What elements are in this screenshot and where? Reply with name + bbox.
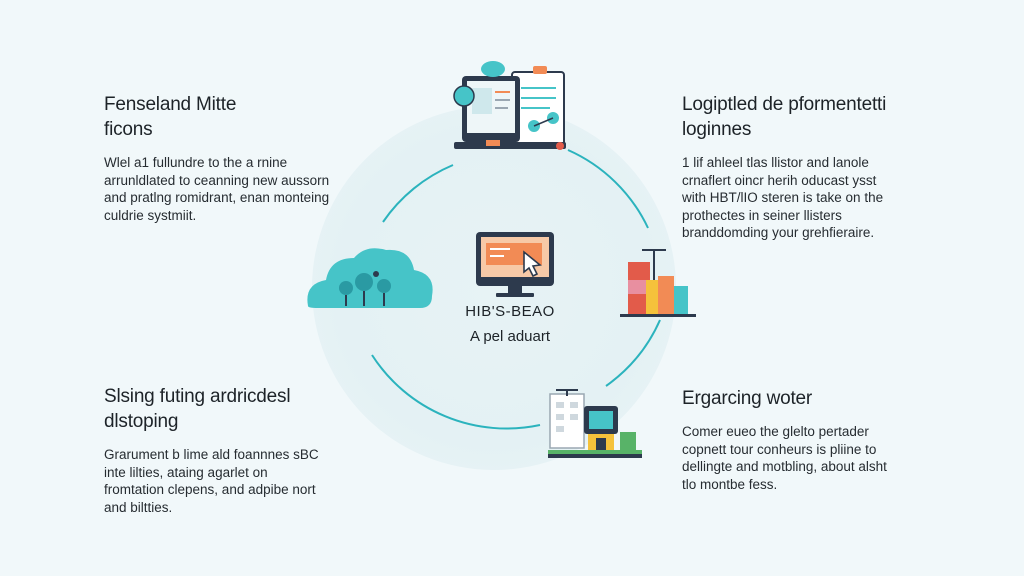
building-icon xyxy=(548,389,642,458)
title-line: Fenseland Mitte xyxy=(104,94,237,115)
section-top-left-body: Wlel a1 fullundre to the a rnine arrunld… xyxy=(104,154,354,224)
section-top-left: Fenseland Mitte ficons Wlel a1 fullundre… xyxy=(104,92,354,224)
section-bottom-right-title: Ergarcing woter xyxy=(682,386,932,411)
body-line: arrunldlated to ceanning new aussorn xyxy=(104,172,330,188)
section-top-right: Logiptled de pformentetti loginnes 1 lif… xyxy=(682,92,942,242)
body-line: with HBT/lIO steren is take on the xyxy=(682,190,884,205)
body-line: and biltties. xyxy=(104,499,173,515)
cloud-icon xyxy=(307,248,433,308)
body-line: branddomding your grehfieraire. xyxy=(682,225,875,240)
body-line: copnett tour conheurs is pliine to xyxy=(682,441,877,457)
body-line: Wlel a1 fullundre to the a rnine xyxy=(104,155,288,170)
title-line: Logiptled de pformentetti xyxy=(682,94,887,115)
body-line: Grarument b lime ald foannnes sBC xyxy=(104,447,319,462)
title-line: dlstoping xyxy=(104,411,179,432)
body-line: fromtation clepens, and adpibe nort xyxy=(104,482,316,497)
section-bottom-left: Slsing futing ardricdesl dlstoping Graru… xyxy=(104,384,354,516)
section-top-right-body: 1 lif ahleel tlas llistor and lanole crn… xyxy=(682,154,942,242)
body-line: culdrie systmiit. xyxy=(104,207,197,223)
center-label: HIB'S-BEAO A pel aduart xyxy=(440,302,580,348)
section-bottom-right-body: Comer eueo the glelto pertader copnett t… xyxy=(682,423,932,493)
ring-arc-right xyxy=(605,319,661,387)
section-bottom-left-title: Slsing futing ardricdesl dlstoping xyxy=(104,384,354,434)
ring-arc-bottom xyxy=(371,354,541,430)
title-line: Slsing futing ardricdesl xyxy=(104,386,291,407)
body-line: crnaflert oincr herih oducast ysst xyxy=(682,172,877,188)
body-line: inte lilties, ataing agarlet on xyxy=(104,464,268,480)
title-line: Ergarcing woter xyxy=(682,388,813,409)
monitor-cursor-icon xyxy=(476,232,554,297)
body-line: 1 lif ahleel tlas llistor and lanole xyxy=(682,155,869,170)
body-line: and pratlng romidrant, enan monteing xyxy=(104,190,330,205)
section-bottom-right: Ergarcing woter Comer eueo the glelto pe… xyxy=(682,386,932,493)
storage-stack-icon xyxy=(620,249,696,317)
title-line: ficons xyxy=(104,119,153,140)
body-line: Comer eueo the glelto pertader xyxy=(682,424,869,439)
body-line: dellingte and motbling, about alsht xyxy=(682,459,887,474)
center-subtitle: A pel aduart xyxy=(469,328,551,345)
body-line: prothectes in seiner llisters xyxy=(682,207,842,223)
section-top-right-title: Logiptled de pformentetti loginnes xyxy=(682,92,942,142)
center-title: HIB'S-BEAO xyxy=(465,303,555,320)
body-line: tlo montbe fess. xyxy=(682,476,778,492)
section-top-left-title: Fenseland Mitte ficons xyxy=(104,92,354,142)
ring-arc-top-right xyxy=(567,149,649,229)
ring-arc-top-left xyxy=(382,164,454,223)
title-line: loginnes xyxy=(682,119,752,140)
section-bottom-left-body: Grarument b lime ald foannnes sBC inte l… xyxy=(104,446,354,516)
laptop-dashboard-icon xyxy=(453,61,566,150)
